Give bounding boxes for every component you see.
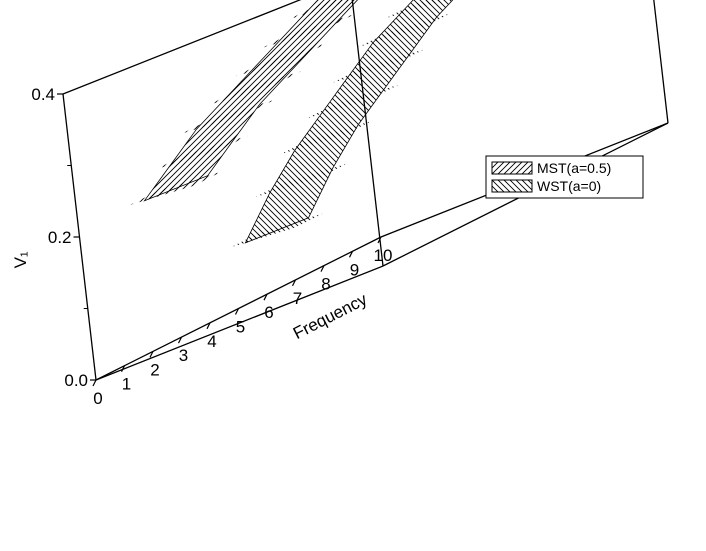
ribbon-bar (182, 99, 275, 134)
frequency-tick (320, 265, 325, 272)
ribbon-bar (289, 0, 353, 20)
frequency-tick (234, 308, 240, 315)
axis-ticks: 0.0 0.2 0.4 0 12 34 56 78 9 10 (31, 85, 392, 408)
ribbon-bar (385, 0, 446, 19)
ribbon-bar (235, 42, 328, 77)
legend: MST(a=0.5) WST(a=0) (485, 155, 644, 199)
legend-label-wst: WST(a=0) (537, 178, 601, 194)
ribbon-bar (155, 135, 249, 170)
frequency-tick (120, 365, 126, 372)
frequency-tick (92, 379, 97, 387)
frequency-tick (177, 336, 183, 344)
ribbon-bar (208, 71, 302, 105)
frequency-tick-label: 7 (293, 289, 302, 308)
frequency-tick (377, 236, 382, 244)
frequency-tick-label: 6 (264, 303, 273, 322)
frequency-tick-label: 0 (93, 389, 102, 408)
frequency-tick (263, 293, 268, 301)
ribbon-bar (280, 120, 373, 155)
left-wall-top-edge (62, 0, 302, 95)
frequency-tick-label: 4 (207, 332, 216, 351)
frequency-tick-label: 10 (374, 246, 393, 265)
value-tick-label: 0.2 (48, 228, 72, 247)
frequency-tick-label: 5 (236, 318, 245, 337)
ribbon-bar (358, 13, 451, 48)
frequency-tick-label: 3 (179, 346, 188, 365)
ribbon-bar (306, 84, 399, 119)
frequency-tick (291, 279, 297, 287)
ribbon-bar (230, 213, 324, 248)
frequency-tick-label: 9 (350, 260, 359, 279)
ribbon-bar (255, 163, 348, 198)
frequency-tick (206, 322, 211, 330)
frequency-tick-label: 8 (321, 275, 330, 294)
value-tick-label: 0.4 (31, 85, 55, 104)
ribbon-bar (262, 14, 355, 48)
floor-left-edge (95, 265, 384, 381)
frequency-tick (149, 351, 154, 358)
series-wst (230, 0, 454, 248)
legend-swatch-wst (491, 179, 533, 193)
ribbon-bar (332, 49, 425, 83)
z-axis-title: V₁ (11, 251, 30, 268)
value-tick-label: 0.0 (64, 371, 88, 390)
frequency-tick-label: 1 (122, 375, 131, 394)
legend-swatch-mst (491, 161, 533, 175)
series-mst (129, 0, 358, 205)
frequency-tick (348, 251, 354, 258)
series-layer (129, 0, 454, 248)
back-right-edge (653, 0, 669, 124)
legend-label-mst: MST(a=0.5) (537, 160, 611, 176)
frequency-tick-label: 2 (150, 360, 159, 379)
ribbon-bar (129, 171, 223, 205)
